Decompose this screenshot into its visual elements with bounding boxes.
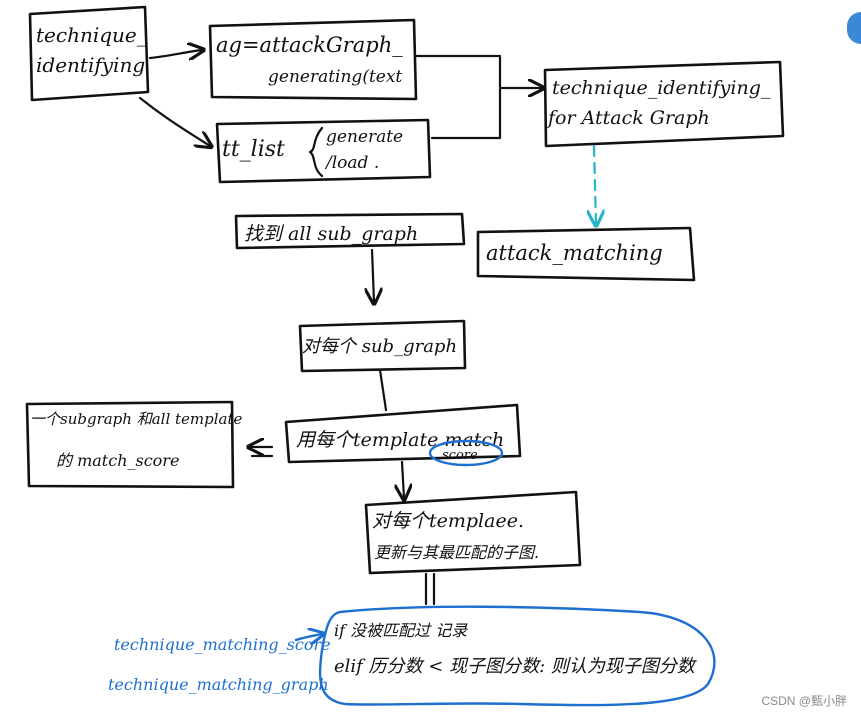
- arrow-ti-to-ttlist: [138, 96, 210, 146]
- node-etm-label: 用每个template match: [296, 429, 504, 451]
- node-each-subgraph: 对每个 sub_graph: [298, 319, 467, 373]
- node-sts-line1: 一个subgraph 和all template: [30, 410, 243, 428]
- arrow-template-match-to-update: [402, 460, 404, 498]
- dashed-arrow-to-attack-matching: [594, 144, 596, 224]
- node-each-template-update: 对每个templaee. 更新与其最匹配的子图.: [364, 490, 582, 575]
- node-subgraph-template-score: 一个subgraph 和all template 的 match_score: [25, 400, 243, 489]
- node-technique-identifying-line1: technique_: [36, 23, 147, 47]
- annotation-technique-matching-graph: technique_matching_graph: [108, 675, 329, 694]
- node-find-subgraph-label: 找到 all sub_graph: [244, 223, 418, 245]
- annotation-technique-matching-score: technique_matching_score: [114, 635, 331, 654]
- node-final-condition: if 没被匹配过 记录 elif 历分数 < 现子图分数: 则认为现子图分数: [318, 605, 716, 707]
- node-ag-line2: generating(text: [268, 67, 402, 87]
- double-connector-to-final: [424, 572, 436, 606]
- node-final-line1: if 没被匹配过 记录: [334, 621, 468, 640]
- score-highlight: [428, 439, 504, 467]
- node-ag: ag=attackGraph_ generating(text: [208, 18, 418, 101]
- node-sts-line2: 的 match_score: [56, 451, 179, 470]
- connector-ag-ttlist: [414, 54, 502, 140]
- node-ti-line1: technique_identifying_: [552, 77, 771, 99]
- node-tt-list-label: tt_list: [222, 137, 285, 162]
- node-each-template-match: 用每个template match score: [284, 403, 522, 467]
- node-tt-list: tt_list generate /load .: [215, 118, 432, 184]
- arrow-find-to-each-subgraph: [372, 248, 374, 302]
- node-ag-line1: ag=attackGraph_: [216, 33, 403, 57]
- node-each-subgraph-label: 对每个 sub_graph: [302, 336, 457, 357]
- node-technique-identifying-line2: identifying: [36, 53, 145, 77]
- node-technique-identifying: technique_ identifying: [28, 5, 150, 102]
- node-attack-matching: attack_matching: [476, 226, 696, 282]
- node-ti-for-attack-graph: technique_identifying_ for Attack Graph: [543, 60, 785, 148]
- node-generate-line1: generate: [326, 127, 403, 147]
- watermark: CSDN @甄小胖: [761, 694, 847, 708]
- node-generate-line2: /load .: [324, 153, 379, 173]
- node-etu-line1: 对每个templaee.: [372, 510, 524, 532]
- connector-each-subgraph-to-template: [378, 368, 388, 412]
- arrow-ti-to-ag: [148, 50, 202, 58]
- node-etu-line2: 更新与其最匹配的子图.: [374, 543, 539, 562]
- node-final-line2: elif 历分数 < 现子图分数: 则认为现子图分数: [334, 656, 697, 677]
- node-score-label: score: [442, 448, 478, 463]
- node-find-subgraph: 找到 all sub_graph: [234, 212, 466, 250]
- side-tab-icon: [847, 12, 861, 44]
- node-ti-line2: for Attack Graph: [546, 107, 710, 129]
- annotation-arrow: [294, 634, 322, 640]
- node-attack-matching-label: attack_matching: [486, 241, 663, 265]
